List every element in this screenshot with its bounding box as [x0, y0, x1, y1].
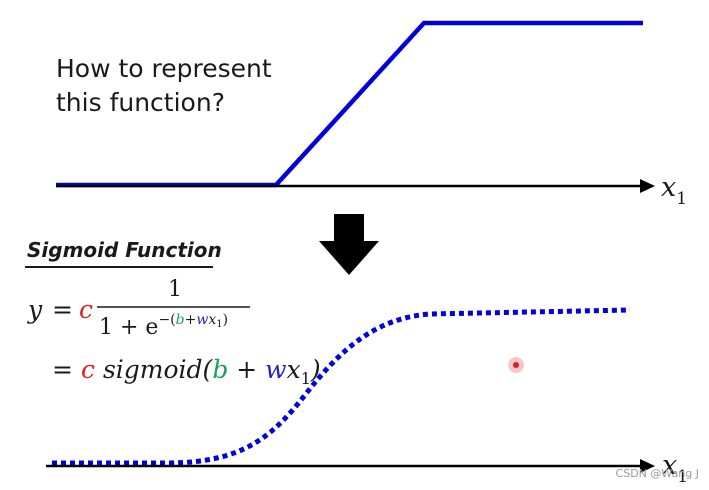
- bottom-axis-label: x1: [662, 450, 688, 487]
- question-text: How to represent this function?: [56, 52, 272, 120]
- down-arrow-icon: [319, 214, 379, 275]
- top-x-axis-arrowhead: [640, 179, 655, 193]
- formula-denominator: 1 + e−(b+wx1): [99, 312, 228, 340]
- sigmoid-dotted-curve: [52, 307, 631, 466]
- formula-y: y: [27, 295, 43, 324]
- laser-pointer-dot: [508, 357, 524, 373]
- question-line-2: this function?: [56, 88, 225, 117]
- bottom-x-axis-arrowhead: [640, 459, 655, 473]
- formula-c: c: [79, 295, 93, 324]
- question-line-1: How to represent: [56, 54, 272, 83]
- top-axis-label: x1: [661, 172, 687, 209]
- watermark: CSDN @Wang J: [615, 467, 699, 480]
- section-title: Sigmoid Function: [27, 238, 222, 262]
- formula-equals: =: [52, 295, 73, 324]
- formula-numerator: 1: [168, 277, 182, 302]
- title-underline: [25, 266, 213, 268]
